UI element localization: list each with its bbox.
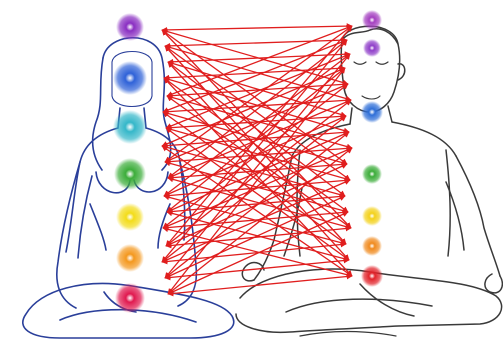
woman-third-eye-chakra bbox=[113, 61, 147, 95]
woman-heart-chakra bbox=[114, 158, 146, 190]
woman-crown-chakra bbox=[116, 13, 144, 41]
woman-solar-plexus-chakra bbox=[116, 203, 144, 231]
woman-sacral-chakra bbox=[116, 244, 144, 272]
woman-hair bbox=[103, 38, 171, 170]
woman-torso bbox=[66, 128, 118, 252]
connection-arrow bbox=[166, 54, 350, 128]
man-solar-plexus-chakra bbox=[362, 206, 382, 226]
man-sacral-chakra bbox=[362, 236, 382, 256]
woman-chakras bbox=[113, 13, 147, 313]
man-crown-chakra bbox=[362, 10, 382, 30]
connection-arrows bbox=[162, 26, 352, 294]
man-right-hand bbox=[485, 274, 502, 293]
man-chakras bbox=[361, 10, 383, 287]
man-throat-chakra bbox=[361, 101, 383, 123]
man-left-hand bbox=[242, 263, 264, 281]
connection-arrow bbox=[165, 40, 347, 46]
woman-root-chakra bbox=[115, 283, 145, 313]
woman-throat-chakra bbox=[113, 110, 147, 144]
connection-arrow bbox=[168, 68, 345, 294]
man-third-eye-chakra bbox=[363, 39, 381, 57]
man-root-chakra bbox=[361, 265, 383, 287]
man-right-arm bbox=[456, 156, 500, 276]
connection-arrow bbox=[163, 112, 346, 244]
man-heart-chakra bbox=[362, 164, 382, 184]
connection-arrow bbox=[162, 26, 352, 30]
